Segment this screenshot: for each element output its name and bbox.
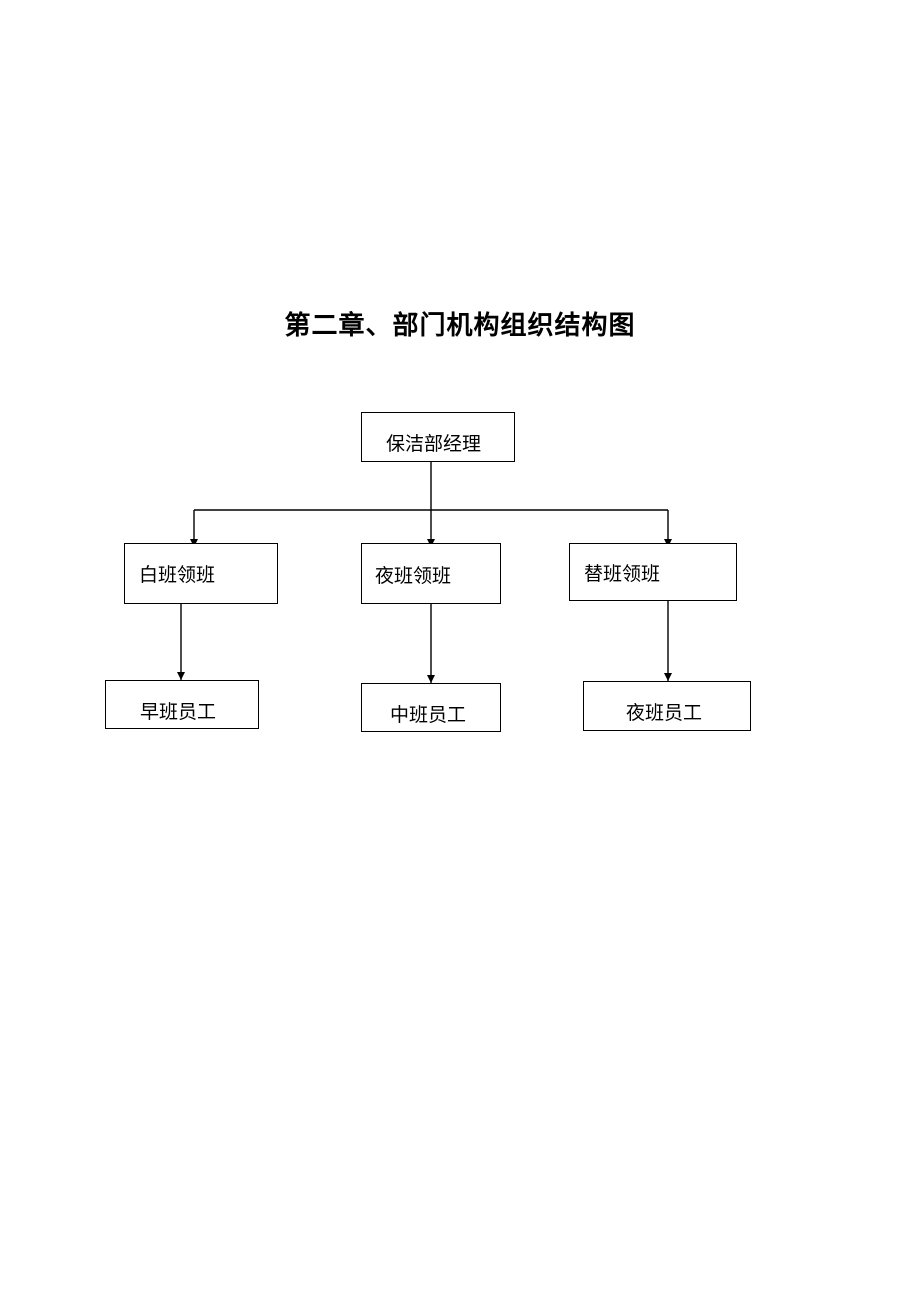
morning-staff-box: 早班员工 [105,680,259,729]
page-title: 第二章、部门机构组织结构图 [284,311,636,341]
middle-staff-box: 中班员工 [361,683,501,732]
relief-supervisor-label: 替班领班 [584,563,661,585]
relief-supervisor-box: 替班领班 [569,543,737,601]
night-staff-label: 夜班员工 [626,702,703,724]
middle-staff-label: 中班员工 [390,704,467,726]
morning-staff-label: 早班员工 [140,701,217,723]
night-shift-supervisor-box: 夜班领班 [361,543,501,604]
manager-label: 保洁部经理 [386,433,482,455]
night-staff-box: 夜班员工 [583,681,751,731]
day-shift-supervisor-box: 白班领班 [124,543,278,604]
day-shift-supervisor-label: 白班领班 [139,564,216,586]
night-shift-supervisor-label: 夜班领班 [375,565,452,587]
manager-box: 保洁部经理 [361,412,515,462]
